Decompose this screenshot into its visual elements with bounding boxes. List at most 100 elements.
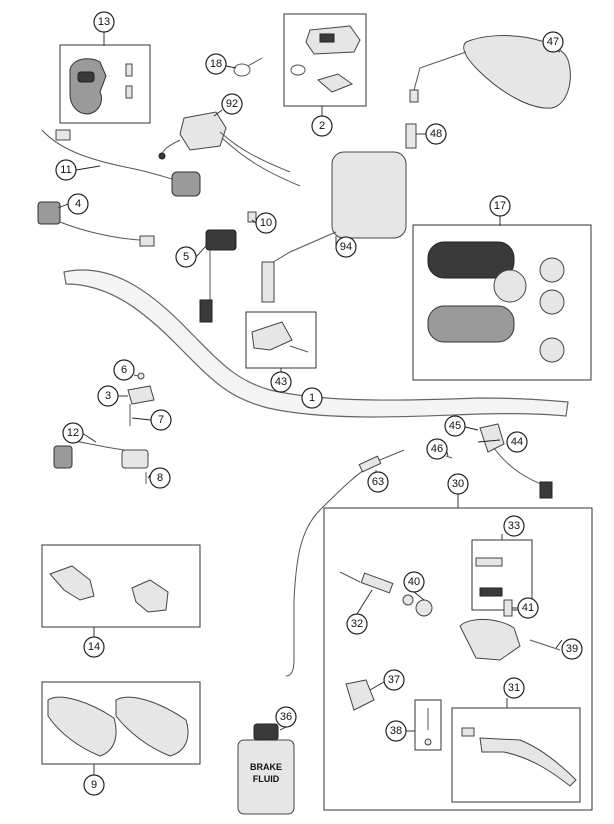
callout-label: 31 [508,682,520,694]
start-switch-button [319,33,335,43]
kill-switch-plug [139,235,155,247]
grip-cam-b [539,289,565,315]
bracket-3 [127,385,155,405]
grip-17b [427,305,515,343]
callout-label: 11 [60,164,71,176]
screw-39 [529,639,561,651]
pin-41 [503,599,513,617]
cable-tie [233,63,251,77]
callout-label: 2 [319,120,325,132]
mirror-thread [409,89,419,103]
cable-tie-tail [247,57,263,67]
callout-label: 39 [566,643,578,655]
lever-adjuster [461,727,475,737]
switch-screw-10 [247,211,257,223]
hand-guard-9b [115,696,189,757]
callout-92: 92 [221,93,243,115]
clamp-43 [251,321,293,351]
reservoir-cover-33 [475,557,503,567]
callout-1: 1 [301,387,323,409]
brake-line-63 [285,449,405,677]
callout-7: 7 [150,409,172,431]
callout-label: 4 [75,198,81,210]
callout-4: 4 [67,193,89,215]
screw-13a [125,63,133,77]
brake-fluid-cap [253,723,279,741]
callout-label: 12 [67,427,79,439]
clamp-37 [345,679,375,711]
callout-12: 12 [62,422,84,444]
group-box-17 [412,224,592,381]
piston-32 [360,572,394,594]
callout-label: 92 [226,98,238,110]
callout-label: 41 [522,602,534,614]
callout-36: 36 [275,706,297,728]
callout-47: 47 [542,31,564,53]
switch-cable-11 [41,129,177,181]
callout-41: 41 [517,597,539,619]
callout-label: 32 [351,618,363,630]
washer-6 [137,372,145,380]
callout-label: 43 [275,376,287,388]
washer-38 [424,738,432,746]
throttle-cable-b [221,137,301,187]
clutch-plug-12 [53,445,73,469]
bracket-14b [131,579,169,613]
switch-plug-44 [539,481,553,499]
callout-38: 38 [385,720,407,742]
sensor-wire [161,139,181,157]
callout-label: 10 [260,217,272,229]
callout-5: 5 [175,246,197,268]
brake-fluid-label-line2: FLUID [253,774,280,784]
map-switch-plug [199,299,213,323]
callout-48: 48 [425,123,447,145]
callout-2: 2 [311,115,333,137]
callout-63: 63 [367,471,389,493]
callout-18: 18 [205,53,227,75]
callout-30: 30 [447,473,469,495]
callout-label: 63 [372,476,384,488]
kill-switch-cable [59,221,141,241]
callout-13: 13 [93,11,115,33]
group-box-13 [59,44,151,124]
callout-14: 14 [83,636,105,658]
grip-cam-c [539,337,565,363]
callout-label: 47 [547,36,559,48]
rect-mirror-thread [261,261,275,303]
callout-label: 8 [157,472,163,484]
grip-17a [427,241,515,279]
callout-3: 3 [97,385,119,407]
throttle-cable-a [219,131,291,173]
callout-label: 33 [508,520,520,532]
callout-label: 38 [390,725,402,737]
switch-button-13 [77,71,95,83]
callout-label: 30 [452,478,464,490]
callout-label: 94 [340,241,352,253]
callout-44: 44 [506,431,528,453]
callout-39: 39 [561,638,583,660]
screw-13b [125,85,133,99]
callout-31: 31 [503,677,525,699]
callout-label: 9 [91,779,97,791]
group-box-38 [414,699,442,751]
callout-37: 37 [383,669,405,691]
callout-label: 18 [210,58,222,70]
callout-10: 10 [255,212,277,234]
group-box-31 [451,707,581,803]
switch-housing-11 [171,171,201,197]
hand-guard-9a [47,696,117,757]
rectangular-mirror-94 [331,151,407,239]
callout-17: 17 [489,195,511,217]
callout-label: 40 [408,576,420,588]
switch-cable-44 [493,447,547,487]
sensor-plug [158,152,166,160]
callout-label: 48 [430,128,442,140]
handlebar [63,269,569,418]
screw-46 [445,455,453,459]
bracket-14a [49,565,95,601]
callout-label: 7 [158,414,164,426]
reservoir-diaphragm-33 [479,587,503,597]
callout-46: 46 [426,438,448,460]
callout-label: 45 [449,420,461,432]
